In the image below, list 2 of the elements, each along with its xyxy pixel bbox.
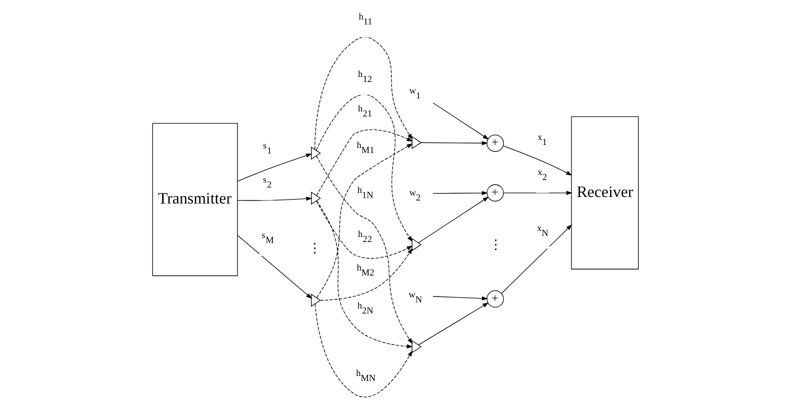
label: ⋮ — [488, 237, 502, 252]
label: ⋮ — [308, 240, 321, 256]
